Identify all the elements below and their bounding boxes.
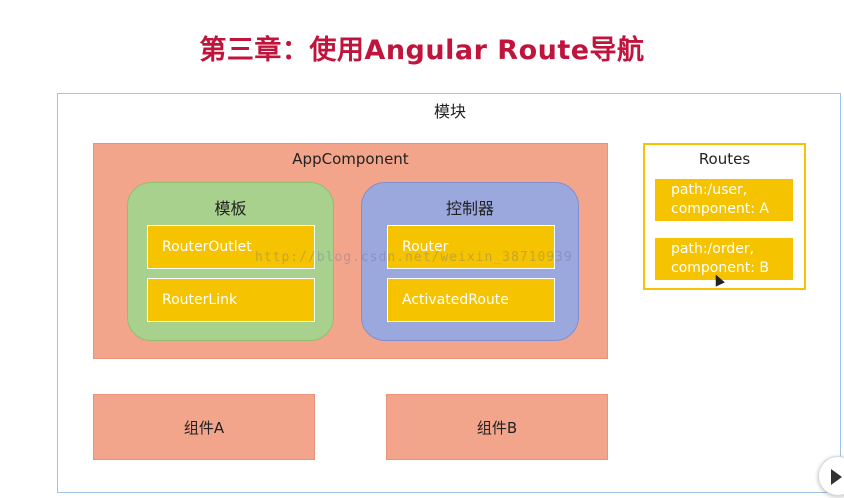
router-link-item: RouterLink	[147, 278, 315, 322]
activated-route-item: ActivatedRoute	[387, 278, 555, 322]
app-component-label: AppComponent	[292, 150, 409, 168]
routes-label: Routes	[698, 150, 751, 168]
app-component-box: AppComponent 模板 RouterOutlet RouterLink …	[93, 143, 608, 359]
component-b-box: 组件B	[386, 394, 608, 460]
watermark: http://blog.csdn.net/weixin_38710939	[255, 250, 573, 265]
controller-group: 控制器 Router ActivatedRoute	[361, 182, 579, 341]
route-user-path: path:/user,	[671, 182, 748, 198]
play-icon	[831, 469, 842, 485]
route-user-item: path:/user, component: A	[655, 179, 793, 221]
slide-title: 第三章：使用Angular Route导航	[199, 35, 645, 66]
component-a-box: 组件A	[93, 394, 315, 460]
template-label: 模板	[214, 199, 247, 218]
template-group: 模板 RouterOutlet RouterLink	[127, 182, 334, 341]
route-order-item: path:/order, component: B	[655, 238, 793, 280]
routes-box: Routes path:/user, component: A path:/or…	[643, 143, 806, 290]
router-item: Router	[387, 225, 555, 269]
route-user-component: component: A	[671, 201, 769, 217]
route-order-component: component: B	[671, 260, 769, 276]
controller-label: 控制器	[445, 199, 494, 218]
play-button[interactable]	[818, 456, 844, 496]
module-box: 模块 AppComponent 模板 RouterOutlet RouterLi…	[57, 93, 841, 493]
router-outlet-item: RouterOutlet	[147, 225, 315, 269]
route-order-path: path:/order,	[671, 241, 755, 257]
module-label: 模块	[433, 102, 466, 121]
